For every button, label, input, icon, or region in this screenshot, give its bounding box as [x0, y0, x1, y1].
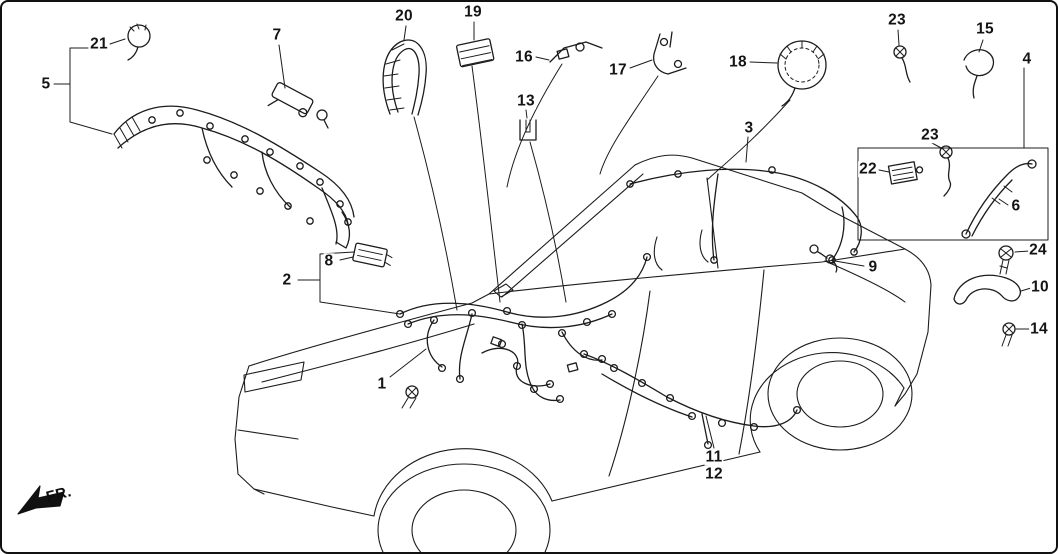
screw-clip-part-23b	[939, 145, 953, 197]
leader-lines	[53, 21, 1032, 449]
clip-part-15	[963, 49, 995, 99]
ribbed-strap-part-20	[382, 39, 427, 116]
grab-handle-part-10	[953, 274, 1021, 305]
screw-clip-part-23a	[893, 45, 911, 83]
clip-part-13	[519, 119, 537, 141]
ring-clamp-part-18	[777, 40, 827, 107]
connector-cluster-part-9	[809, 244, 838, 273]
car-body-outline	[234, 154, 932, 517]
connector-part-22	[887, 161, 924, 185]
connector-part-19	[455, 38, 495, 68]
dashboard-harness-assembly	[113, 105, 355, 249]
rear-wheel	[767, 337, 913, 451]
grommet-part-7b	[316, 109, 329, 129]
relay-part-8	[352, 242, 393, 268]
bolt-part-1	[401, 385, 419, 409]
bracket-part-17	[652, 31, 687, 75]
wire-clamp-part-21	[127, 23, 151, 61]
bolt-part-24	[998, 245, 1014, 275]
roof-harness-part-3	[626, 166, 862, 264]
side-mirror	[493, 283, 514, 298]
parts-group-box	[857, 147, 1049, 241]
main-wire-harness	[395, 252, 652, 404]
bolt-part-14	[1001, 322, 1016, 347]
front-wheel	[377, 463, 551, 552]
floor-wire-harness	[579, 349, 802, 450]
bracket-part-7	[267, 82, 314, 118]
bracket-part-16	[549, 41, 603, 63]
fr-direction-arrow	[17, 485, 65, 515]
sub-harness-part-6	[961, 159, 1037, 239]
interior-seats	[653, 229, 709, 271]
